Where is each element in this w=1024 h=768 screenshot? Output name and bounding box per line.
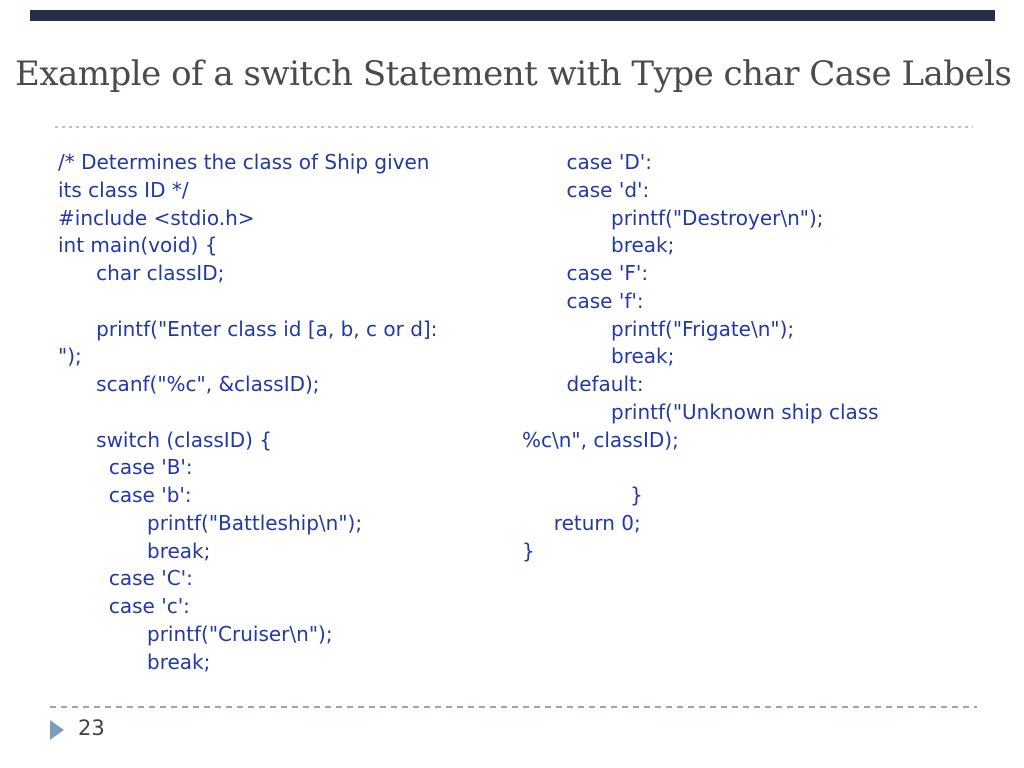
code-line: break; <box>58 649 211 674</box>
code-line <box>522 454 992 482</box>
slide-title: Example of a switch Statement with Type … <box>15 54 1012 94</box>
code-line: case 'D': <box>522 150 652 174</box>
code-line: printf("Destroyer\n"); <box>522 205 824 230</box>
code-line: case 'f': <box>522 288 644 313</box>
code-line: printf("Enter class id [a, b, c or d]: <box>58 316 438 341</box>
code-line: } <box>522 483 643 507</box>
code-line <box>58 288 520 316</box>
code-line: #include <stdio.h> <box>58 205 255 230</box>
code-line: case 'b': <box>58 483 192 507</box>
code-line: break; <box>58 538 211 563</box>
code-line: } <box>522 538 535 563</box>
code-line: case 'C': <box>58 566 193 591</box>
code-column-right: case 'D': case 'd': printf("Destroyer\n"… <box>522 149 992 565</box>
code-line: char classID; <box>58 261 225 285</box>
footer-separator-dashed-line <box>50 706 977 708</box>
code-line: printf("Unknown ship class <box>522 399 879 424</box>
code-line: printf("Cruiser\n"); <box>58 621 333 646</box>
code-line: break; <box>522 233 675 258</box>
code-line: printf("Frigate\n"); <box>522 316 795 341</box>
slide-footer: 23 <box>50 716 105 740</box>
code-line <box>58 399 520 427</box>
code-line: break; <box>522 344 675 369</box>
code-line: case 'c': <box>58 594 190 618</box>
code-line: "); <box>58 344 82 369</box>
code-line: scanf("%c", &classID); <box>58 372 320 396</box>
slide-top-bar <box>30 10 995 21</box>
code-line: switch (classID) { <box>58 427 272 452</box>
code-line: case 'F': <box>522 261 649 285</box>
code-line: case 'B': <box>58 455 193 480</box>
page-number: 23 <box>78 716 105 740</box>
code-line: default: <box>522 372 644 396</box>
code-line: its class ID */ <box>58 177 189 202</box>
code-line: /* Determines the class of Ship given <box>58 150 430 174</box>
code-line: return 0; <box>522 510 641 535</box>
triangle-arrow-icon <box>50 719 64 740</box>
code-line: case 'd': <box>522 177 650 202</box>
title-separator-dotted-line <box>55 126 973 128</box>
code-line: %c\n", classID); <box>522 427 679 452</box>
code-line: int main(void) { <box>58 233 218 258</box>
code-line: printf("Battleship\n"); <box>58 510 363 535</box>
code-column-left: /* Determines the class of Ship given its… <box>58 149 520 676</box>
